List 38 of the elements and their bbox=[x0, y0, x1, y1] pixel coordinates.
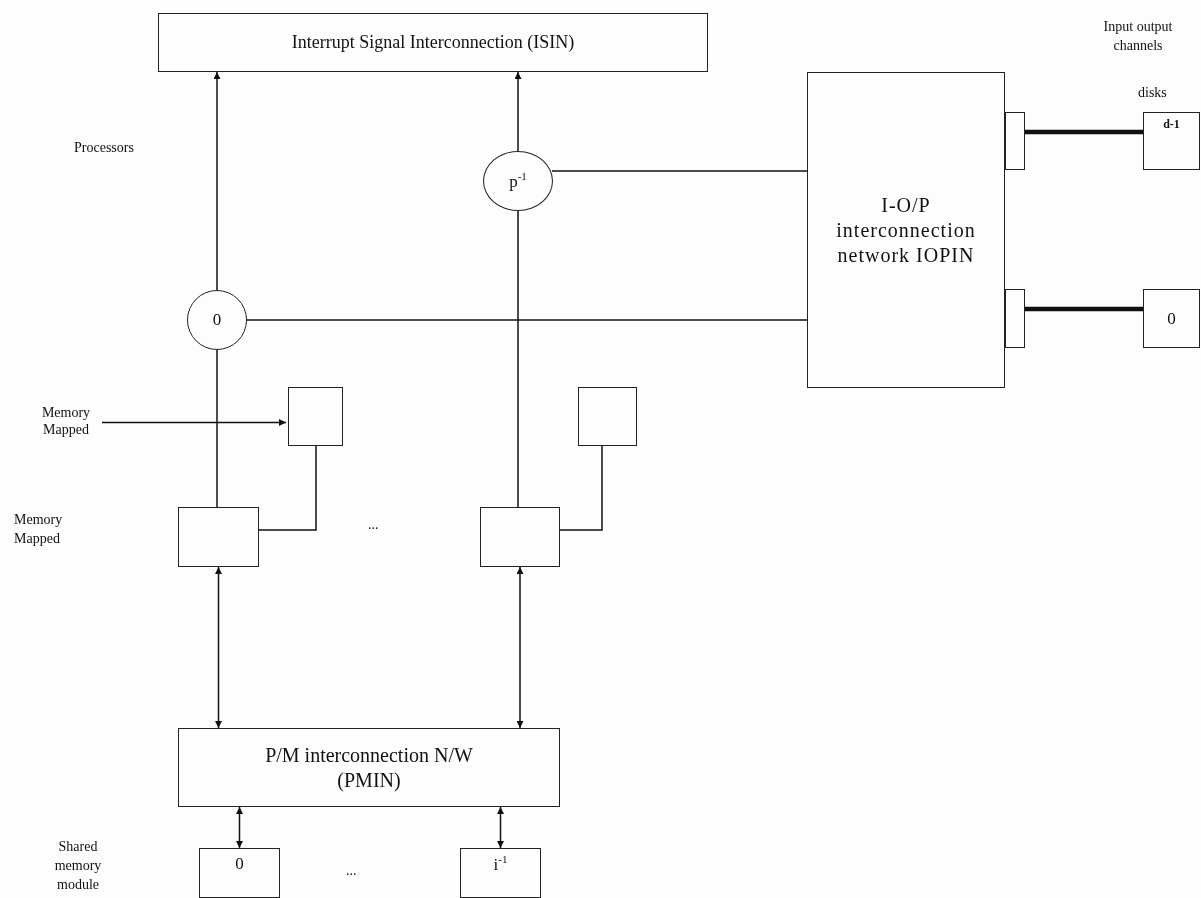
connector-line bbox=[258, 445, 317, 531]
text-label: Shared memory module bbox=[53, 838, 103, 894]
connector-line bbox=[551, 170, 808, 172]
node-box: I-O/P interconnection network IOPIN bbox=[807, 72, 1005, 388]
text-label: Processors bbox=[74, 139, 135, 157]
node-box: d-1 bbox=[1143, 112, 1200, 170]
empty-box bbox=[1005, 289, 1025, 348]
empty-box bbox=[578, 387, 637, 446]
text-label: ... bbox=[346, 862, 358, 880]
node-box: 0 bbox=[1143, 289, 1200, 348]
connector-line bbox=[246, 319, 808, 321]
processor-circle: p$^{-1}$ bbox=[483, 151, 553, 211]
arrow bbox=[497, 806, 504, 849]
node-text: Memory Mapped bbox=[30, 398, 102, 444]
connector-line bbox=[1025, 306, 1143, 312]
arrow bbox=[514, 71, 522, 152]
arrow bbox=[101, 419, 287, 426]
node-box: Interrupt Signal Interconnection (ISIN) bbox=[158, 13, 708, 72]
empty-box bbox=[1005, 112, 1025, 170]
empty-box bbox=[288, 387, 343, 446]
processor-circle: 0 bbox=[187, 290, 247, 350]
node-box: i$^{-1}$ bbox=[460, 848, 541, 898]
text-label: disks bbox=[1138, 84, 1168, 102]
empty-box bbox=[480, 507, 560, 567]
connector-line bbox=[1025, 129, 1143, 135]
arrow bbox=[236, 806, 243, 849]
empty-box bbox=[178, 507, 259, 567]
arrow bbox=[516, 566, 524, 729]
node-box: 0 bbox=[199, 848, 280, 898]
text-label: Input output channels bbox=[1102, 18, 1174, 55]
arrow bbox=[215, 566, 222, 729]
connector-line bbox=[517, 210, 519, 508]
connector-line bbox=[559, 445, 603, 531]
text-label: Memory Mapped bbox=[14, 511, 64, 548]
connector-line bbox=[216, 349, 218, 508]
text-label: ... bbox=[368, 516, 380, 534]
node-box: P/M interconnection N/W (PMIN) bbox=[178, 728, 560, 807]
arrow bbox=[213, 71, 221, 291]
